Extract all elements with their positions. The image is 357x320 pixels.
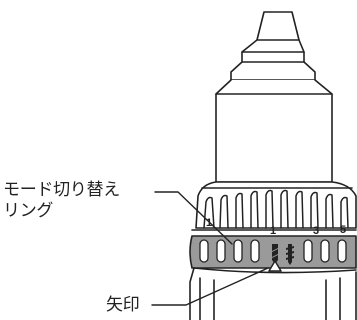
mode-ring-grips xyxy=(199,239,347,263)
screw-mode-icon xyxy=(286,244,294,265)
dial-number-3: 3 xyxy=(313,225,319,237)
dial-number-1: 1 xyxy=(270,225,276,237)
mode-ring-leader xyxy=(154,191,233,245)
arrow-mark-triangle xyxy=(268,260,282,272)
mode-ring-label-line2: リング xyxy=(3,201,54,221)
drill-mode-icon xyxy=(272,244,278,264)
chuck-cone xyxy=(230,39,316,81)
dial-number-5: 5 xyxy=(340,224,346,236)
mode-ring-label-line1: モード切り替え xyxy=(3,180,120,200)
drill-body xyxy=(189,267,357,320)
dial-number-partial: 1 xyxy=(206,217,212,229)
mode-ring-bottom-curve xyxy=(193,267,357,274)
chuck-tip xyxy=(256,11,300,41)
arrow-mark-label: 矢印 xyxy=(106,295,140,315)
clutch-notches xyxy=(203,189,349,229)
arrow-leader xyxy=(151,267,269,306)
chuck-sleeve xyxy=(215,79,333,183)
